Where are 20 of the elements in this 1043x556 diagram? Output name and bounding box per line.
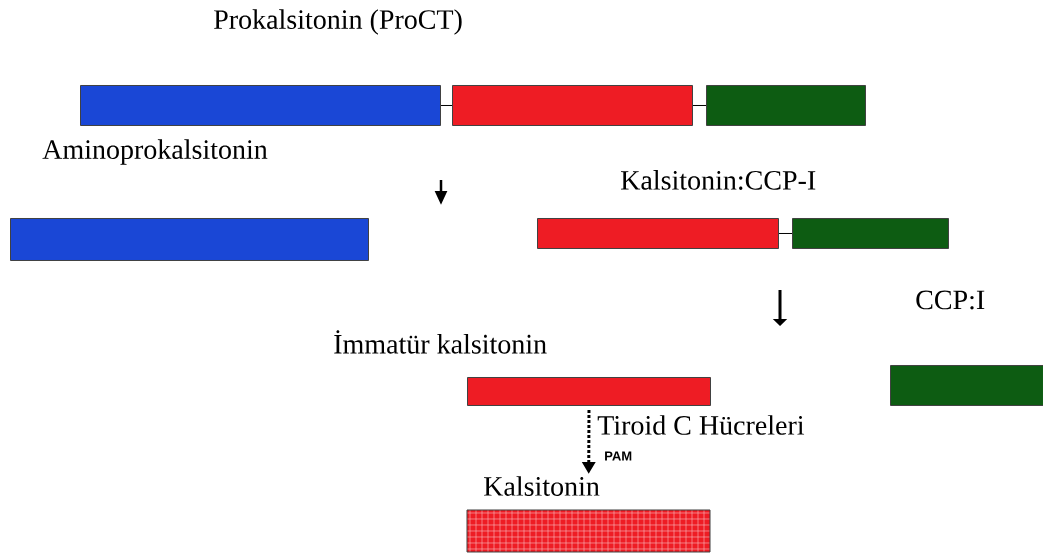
protein-bar (706, 85, 866, 126)
edge-label: PAM (603, 450, 634, 462)
linker-line (692, 105, 707, 106)
protein-label: CCP:I (916, 290, 985, 310)
protein-label: Aminoprokalsitonin (42, 139, 268, 165)
protein-label: Kalsitonin:CCP-I (621, 170, 816, 190)
node-label: Kalsitonin (484, 476, 600, 496)
protein-bar (10, 218, 369, 261)
protein-bar (452, 85, 693, 126)
linker-line (440, 105, 453, 106)
protein-bar (80, 85, 441, 126)
protein-bar (467, 377, 711, 406)
protein-label: İmmatür kalsitonin (334, 330, 547, 354)
protein-label: Tiroid C Hücreleri (597, 415, 805, 435)
protein-bar (792, 218, 949, 249)
linker-line (778, 233, 793, 234)
protein-bar (890, 365, 1043, 406)
protein-bar (537, 218, 779, 249)
protein-label: Prokalsitonin (ProCT) (214, 9, 462, 35)
protein-bar: Kalsitonin (466, 476, 711, 553)
